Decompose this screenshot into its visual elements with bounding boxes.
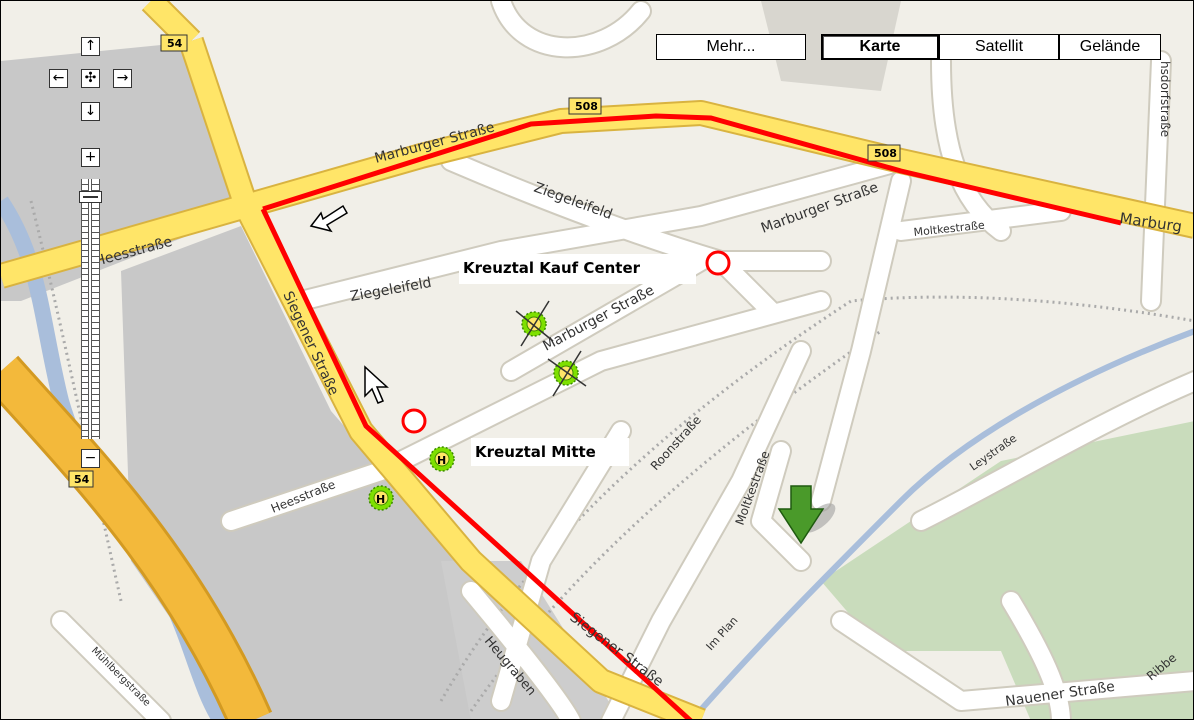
pan-right-button[interactable]: → — [113, 69, 132, 88]
station-circle-kauf-center[interactable] — [705, 250, 731, 276]
shield-54-top: 54 — [160, 34, 188, 52]
svg-text:H: H — [376, 493, 385, 506]
svg-text:508: 508 — [874, 147, 897, 160]
label-dorfstrasse: hsdorfstraße — [1158, 61, 1172, 137]
pointer-cursor-icon — [364, 365, 389, 404]
bus-stop-marker-2[interactable]: H — [368, 485, 394, 511]
svg-text:508: 508 — [575, 100, 598, 113]
pan-left-button[interactable]: ← — [49, 69, 68, 88]
zoom-slider-thumb[interactable] — [79, 191, 102, 204]
bus-stop-marker-1[interactable]: H — [429, 446, 455, 472]
industrial-area-west — [1, 41, 251, 301]
label-bg-mitte — [471, 438, 629, 466]
arrow-cursor-icon — [309, 204, 349, 233]
shield-54-bottom: 54 — [68, 470, 94, 488]
route-line — [260, 113, 1122, 719]
zoom-slider-rail — [88, 179, 92, 439]
shield-508-b: 508 — [867, 144, 901, 162]
zoom-out-button[interactable]: − — [81, 449, 100, 468]
map-type-karte-button[interactable]: Karte — [821, 34, 939, 60]
park-area — [821, 421, 1193, 719]
svg-text:H: H — [437, 454, 446, 467]
map-type-gelaende-button[interactable]: Gelände — [1059, 34, 1161, 60]
location-pin-icon[interactable] — [777, 485, 840, 545]
svg-text:54: 54 — [167, 37, 183, 50]
highway-b54-fill — [1, 357, 270, 719]
bus-stop-marker-crossed-2[interactable] — [547, 350, 587, 397]
zoom-in-button[interactable]: + — [81, 148, 100, 167]
map-type-more-button[interactable]: Mehr... — [656, 34, 806, 60]
stream-east — [688, 328, 1193, 719]
place-label-kreuztal-kauf-center: Kreuztal Kauf Center — [463, 259, 641, 277]
label-bg-kauf-center — [459, 254, 696, 284]
place-label-kreuztal-mitte: Kreuztal Mitte — [475, 443, 596, 461]
svg-text:54: 54 — [74, 473, 90, 486]
map-type-satellit-button[interactable]: Satellit — [939, 34, 1059, 60]
zoom-thumb-grip — [83, 196, 98, 199]
shield-508-a: 508 — [568, 97, 602, 115]
pan-down-button[interactable]: ↓ — [81, 102, 100, 121]
pan-center-button[interactable]: ✣ — [81, 69, 100, 88]
bus-stop-marker-crossed-1[interactable] — [515, 300, 554, 347]
pan-up-button[interactable]: ↑ — [81, 37, 100, 56]
station-circle-mitte[interactable] — [401, 408, 427, 434]
